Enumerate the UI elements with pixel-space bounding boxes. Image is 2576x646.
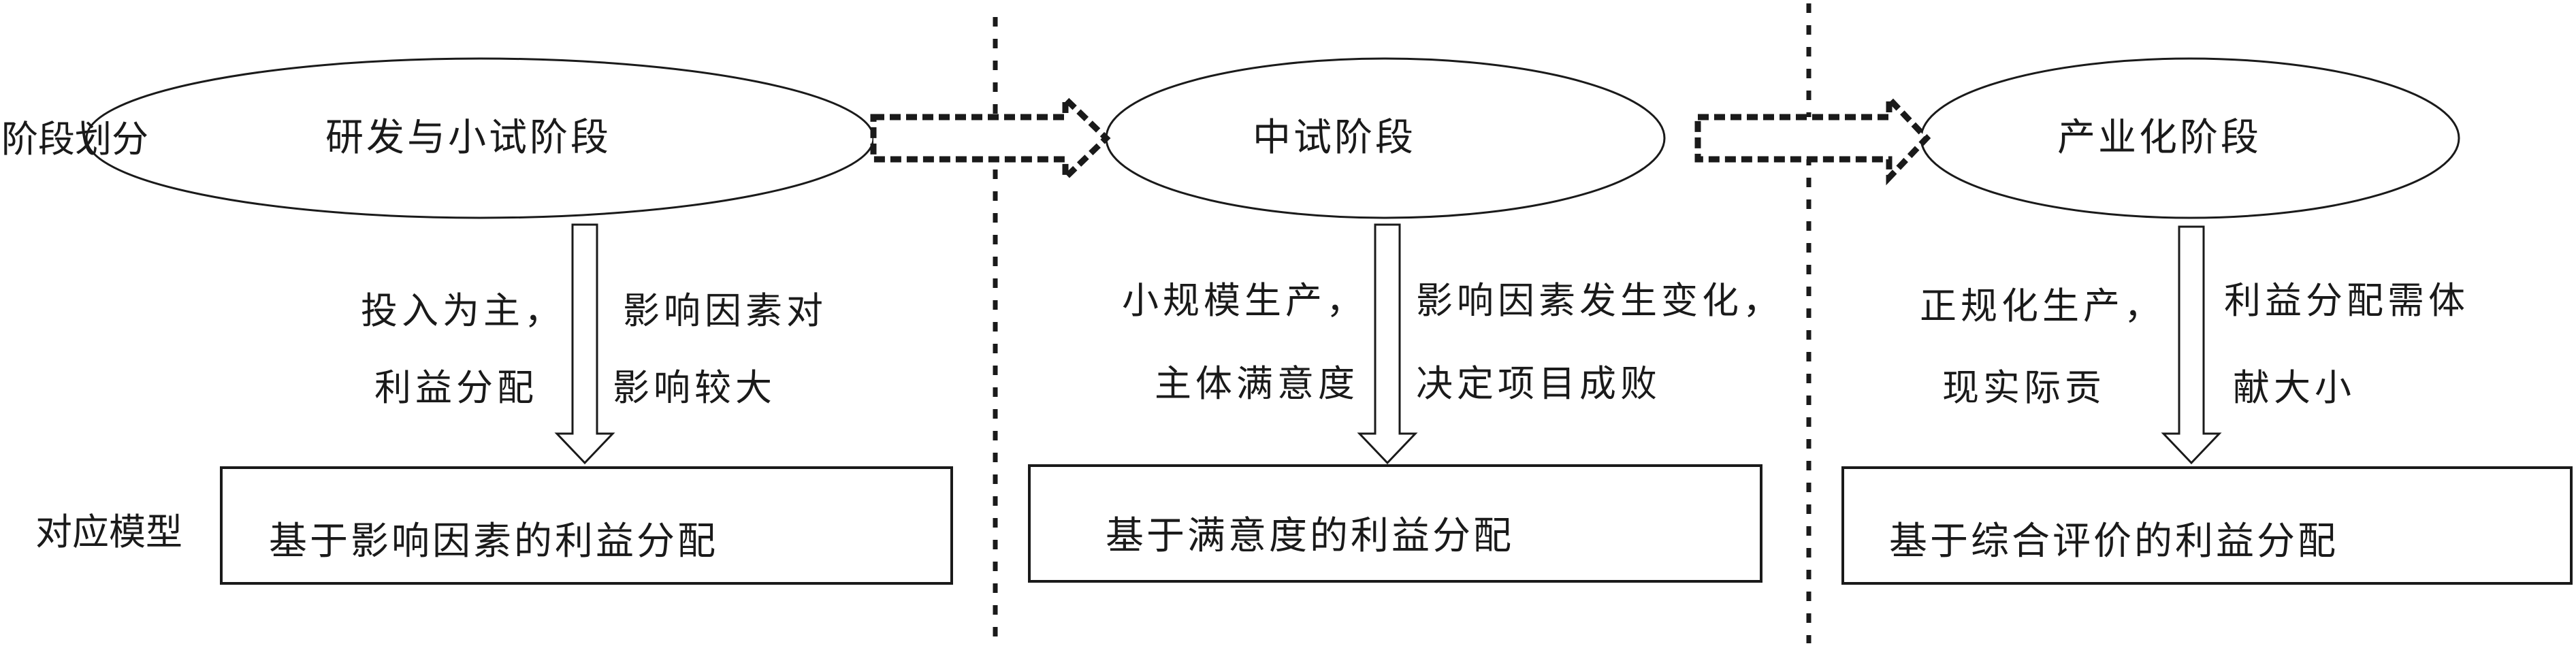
stage-3-desc-left-line-1: 正规化生产， bbox=[1920, 285, 2165, 327]
model-box-1 bbox=[220, 466, 953, 585]
stage-title-3: 产业化阶段 bbox=[2057, 116, 2261, 160]
stage-down-arrow-2 bbox=[1357, 223, 1418, 465]
stage-1-desc-right-line-2: 影响较大 bbox=[613, 366, 776, 409]
model-box-3 bbox=[1841, 466, 2573, 585]
stage-2-desc-left-line-1: 小规模生产， bbox=[1122, 279, 1367, 322]
row-label-stage-division: 阶段划分 bbox=[1, 118, 148, 161]
stage-transition-arrow-2 bbox=[1694, 91, 1931, 186]
model-text-1: 基于影响因素的利益分配 bbox=[269, 519, 718, 564]
stage-3-desc-right-line-2: 献大小 bbox=[2233, 366, 2355, 409]
model-text-2: 基于满意度的利益分配 bbox=[1106, 514, 1514, 558]
stage-transition-arrow-1 bbox=[870, 91, 1111, 185]
stage-1-desc-right-line-1: 影响因素对 bbox=[623, 289, 827, 332]
stage-down-arrow-3 bbox=[2161, 225, 2222, 465]
model-text-3: 基于综合评价的利益分配 bbox=[1889, 519, 2338, 564]
stage-2-desc-left-line-2: 主体满意度 bbox=[1155, 362, 1359, 405]
model-box-2 bbox=[1028, 464, 1762, 583]
stage-2-desc-right-line-2: 决定项目成败 bbox=[1416, 362, 1661, 405]
stage-down-arrow-1 bbox=[554, 223, 615, 465]
stage-3-desc-left-line-2: 现实际贡 bbox=[1942, 366, 2106, 409]
stage-title-2: 中试阶段 bbox=[1253, 116, 1416, 160]
stage-title-1: 研发与小试阶段 bbox=[325, 116, 611, 160]
stage-1-desc-left-line-2: 利益分配 bbox=[374, 366, 538, 409]
stage-2-desc-right-line-1: 影响因素发生变化， bbox=[1416, 279, 1784, 322]
row-label-model: 对应模型 bbox=[35, 511, 182, 553]
stage-3-desc-right-line-1: 利益分配需体 bbox=[2224, 279, 2469, 322]
stage-1-desc-left-line-1: 投入为主， bbox=[361, 289, 565, 332]
